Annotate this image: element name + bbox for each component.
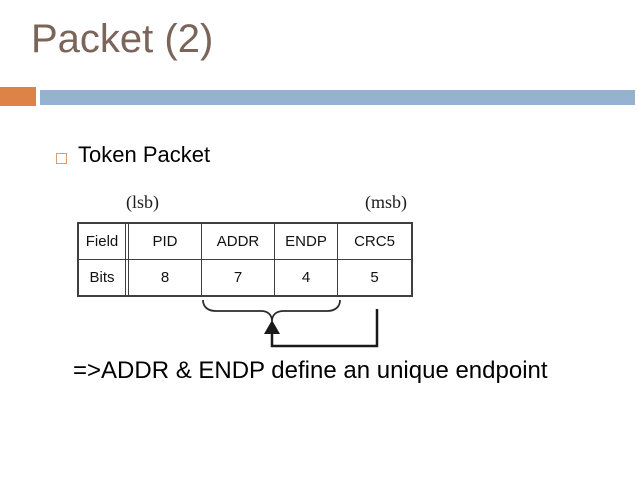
packet-fields-table: Field PID ADDR ENDP CRC5 Bits 8 7 4 5 [77,222,413,297]
table-cell: ENDP [275,224,338,259]
up-arrow-icon [264,320,280,334]
table-cell: Bits [79,260,129,295]
underbrace-icon [202,299,341,322]
accent-bar-blue [40,90,635,105]
table-row-field: Field PID ADDR ENDP CRC5 [79,224,411,260]
lsb-label: (lsb) [126,192,159,212]
table-cell: PID [129,224,202,259]
accent-bar-orange [0,87,36,106]
table-cell: 5 [370,269,379,286]
table-row-bits: Bits 8 7 4 5 [79,260,411,295]
bullet-token-packet: Token Packet [78,142,211,167]
table-cell: ADDR [202,224,275,259]
conclusion-text: =>ADDR & ENDP define an unique endpoint [73,357,548,384]
slide-title: Packet (2) [31,17,214,61]
table-cell: CRC5 [354,233,395,250]
table-cell: Field [79,224,129,259]
elbow-line-icon [270,309,379,348]
crc5-coverage-annotation [202,299,379,348]
bullet-square-icon [56,153,67,164]
table-cell: 8 [129,260,202,295]
table-cell: 4 [275,260,338,295]
table-cell: 7 [202,260,275,295]
msb-label: (msb) [365,192,407,212]
